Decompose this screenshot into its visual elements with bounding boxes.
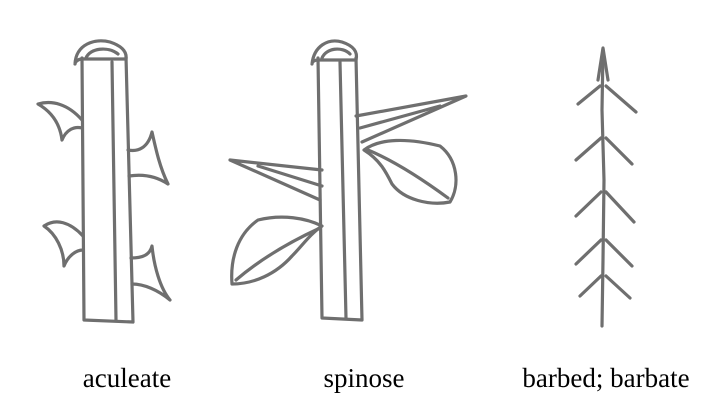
caption-spinose: spinose xyxy=(324,362,405,394)
aculeate-prickle-upper-left xyxy=(38,103,82,140)
barbed-stalk-drawing xyxy=(576,48,636,326)
aculeate-prickle-upper-right xyxy=(128,132,168,184)
barbed-barb-2-left xyxy=(576,138,601,160)
barbed-barb-1-left xyxy=(578,86,600,104)
aculeate-stem-cap-inner xyxy=(86,49,118,58)
aculeate-stem-outline xyxy=(82,57,133,322)
spinose-spine-left xyxy=(230,160,322,200)
caption-aculeate: aculeate xyxy=(83,362,171,394)
barbed-barb-4-left xyxy=(576,240,601,264)
spinose-leaf-left-midrib xyxy=(236,228,320,280)
spinose-stem-cap-inner xyxy=(322,49,350,58)
barbed-barb-5-left xyxy=(580,276,601,296)
aculeate-prickle-lower-right xyxy=(131,246,170,300)
spinose-spine-upper-right xyxy=(356,96,466,142)
aculeate-prickle-lower-left xyxy=(44,222,83,266)
spinose-stem-inner-line xyxy=(340,62,346,318)
caption-barbed: barbed; barbate xyxy=(522,362,689,394)
aculeate-stem-inner-line xyxy=(112,62,116,320)
barbed-barb-1-right xyxy=(606,86,636,112)
spinose-leaf-right-midrib xyxy=(368,150,448,198)
barbed-barb-2-right xyxy=(606,138,632,164)
barbed-barb-3-right xyxy=(606,192,634,222)
barbed-barb-4-right xyxy=(606,240,632,266)
barbed-central-axis xyxy=(602,50,604,326)
barbed-barb-3-left xyxy=(576,192,601,216)
spinose-stem-drawing xyxy=(230,41,466,320)
barbed-barb-5-right xyxy=(606,276,630,298)
aculeate-stem-drawing xyxy=(38,41,170,322)
